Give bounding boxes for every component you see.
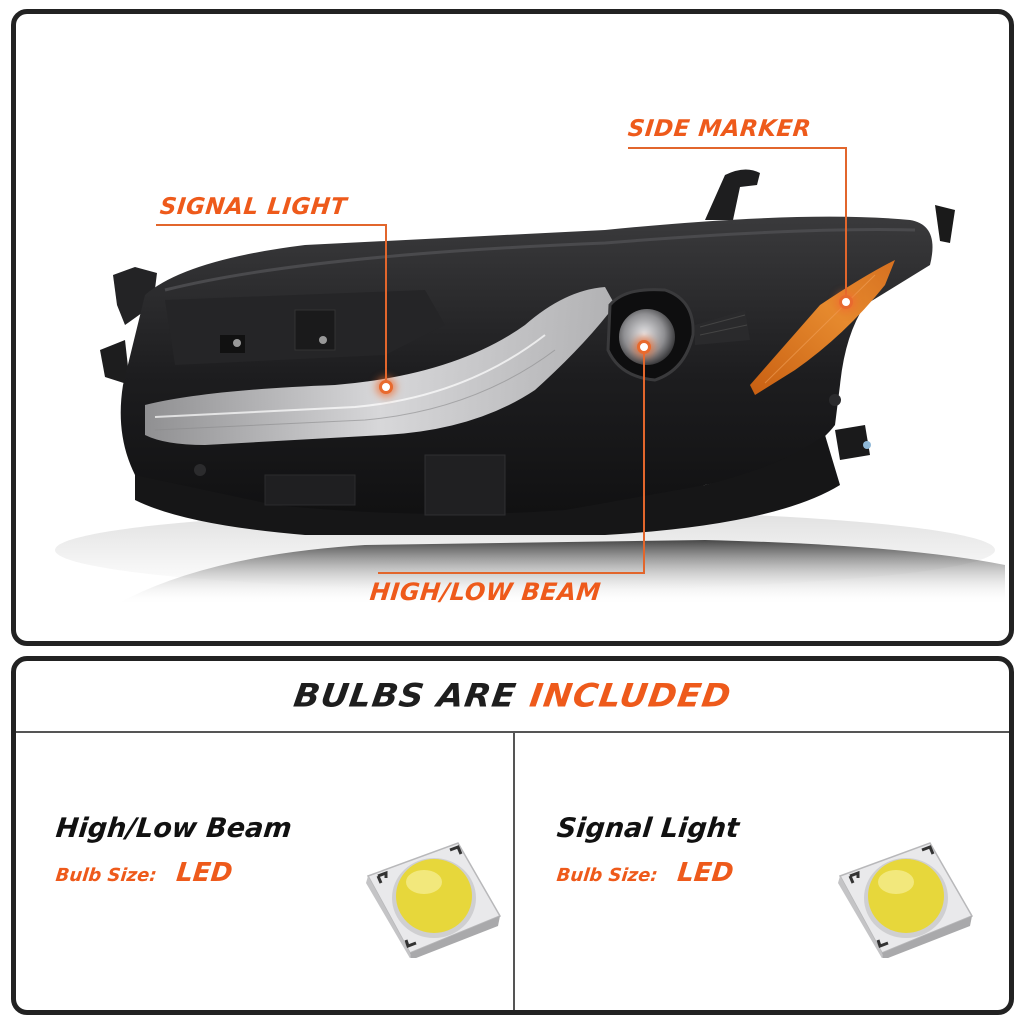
- side-marker-leader-v: [845, 147, 847, 302]
- side-marker-point-icon: [839, 295, 853, 309]
- signal-light-label: SIGNAL LIGHT: [158, 194, 349, 220]
- side-marker-leader-h: [628, 147, 847, 149]
- bulb-size-label: Bulb Size:: [555, 865, 659, 886]
- led-chip-icon: [838, 842, 974, 958]
- bulb-item-high-low-beam: High/Low Beam Bulb Size: LED: [16, 733, 513, 1010]
- bulbs-header-highlight: INCLUDED: [527, 677, 734, 715]
- led-chip-icon: [366, 842, 502, 958]
- bulb-size-value: LED: [675, 858, 735, 888]
- high-low-beam-point-icon: [637, 340, 651, 354]
- bulbs-header: BULBS ARE INCLUDED: [16, 661, 1009, 733]
- bulb-name: High/Low Beam: [54, 813, 294, 844]
- high-low-beam-leader-h: [378, 572, 645, 574]
- high-low-beam-label: HIGH/LOW BEAM: [368, 578, 603, 606]
- signal-light-point-icon: [379, 380, 393, 394]
- side-marker-label: SIDE MARKER: [626, 116, 813, 142]
- bulb-size-value: LED: [174, 858, 234, 888]
- signal-light-leader-h: [156, 224, 387, 226]
- bulb-item-signal-light: Signal Light Bulb Size: LED: [515, 733, 1009, 1010]
- bulb-size-row: Bulb Size: LED: [555, 858, 735, 888]
- bulbs-header-prefix: BULBS ARE: [291, 677, 519, 715]
- bulb-size-row: Bulb Size: LED: [54, 858, 234, 888]
- high-low-beam-leader-v: [643, 352, 645, 574]
- headlight-diagram-panel: SIDE MARKER SIGNAL LIGHT HIGH/LOW BEAM: [11, 9, 1014, 646]
- signal-light-leader-v: [385, 224, 387, 387]
- bulb-size-label: Bulb Size:: [54, 865, 158, 886]
- headlight-image: [55, 169, 1005, 605]
- bulb-name: Signal Light: [555, 813, 741, 844]
- bulbs-included-panel: BULBS ARE INCLUDED High/Low Beam Bulb Si…: [11, 656, 1014, 1015]
- bulbs-divider: [513, 733, 515, 1010]
